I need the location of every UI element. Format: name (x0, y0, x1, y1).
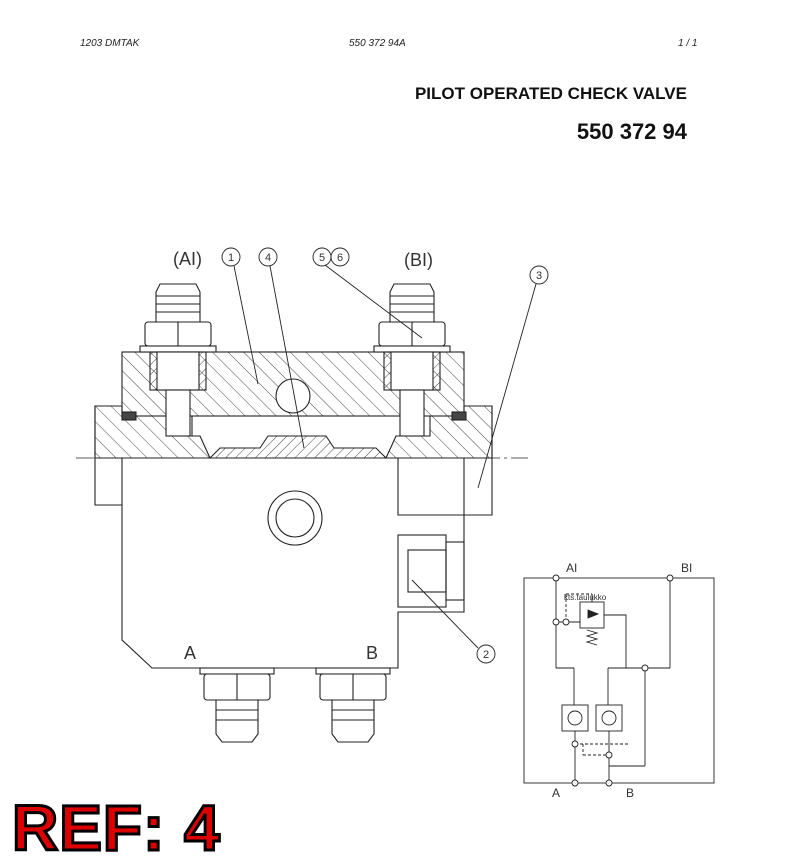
callout-bubbles (221, 247, 549, 664)
document-title: PILOT OPERATED CHECK VALVE (414, 84, 687, 103)
callout-1: 1 (228, 252, 234, 264)
callout-4: 4 (265, 252, 271, 264)
schematic-note: kts.taulukko (564, 593, 607, 602)
reference-label: REF: 4 (11, 792, 222, 864)
callout-5: 5 (319, 252, 325, 264)
valve-section-view (76, 351, 528, 669)
callout-6: 6 (337, 252, 343, 264)
schematic-port-bi: BI (681, 561, 692, 575)
header-page-number: 1 / 1 (678, 38, 698, 49)
header-drawing-code: 1203 DMTAK (80, 38, 140, 49)
callout-2: 2 (483, 649, 489, 661)
schematic-port-a: A (552, 786, 560, 800)
document-number: 550 372 94 (576, 119, 687, 144)
schematic-port-b: B (626, 786, 634, 800)
schematic-port-ai: AI (566, 561, 577, 575)
port-label-ai: (AI) (173, 249, 202, 269)
header-part-code: 550 372 94A (349, 38, 406, 49)
fitting-ai (139, 283, 217, 437)
hydraulic-schematic (523, 574, 715, 787)
fitting-bi (373, 283, 451, 437)
fitting-a (199, 667, 275, 743)
port-label-b: B (366, 643, 378, 663)
port-label-a: A (184, 643, 196, 663)
port-label-bi: (BI) (404, 250, 433, 270)
callout-3: 3 (536, 270, 542, 282)
fitting-b (315, 667, 391, 743)
